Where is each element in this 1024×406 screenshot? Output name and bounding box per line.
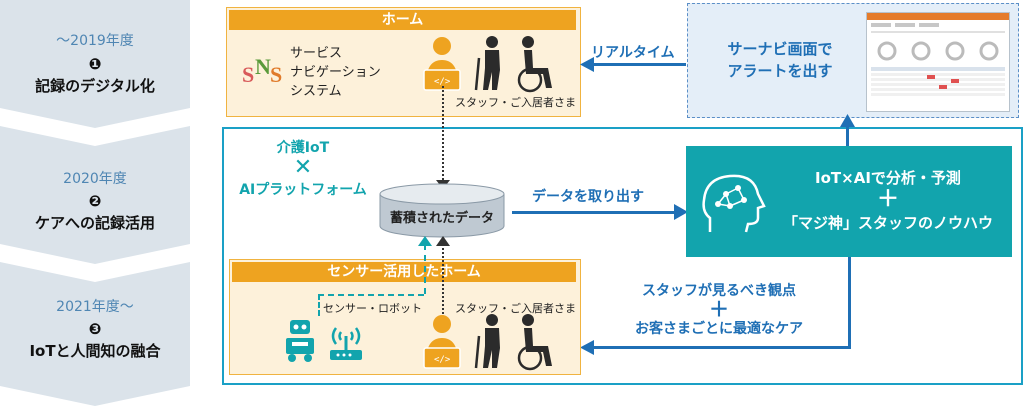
sensor-connector-horizontal <box>318 294 424 296</box>
step-year: 〜2019年度 <box>56 33 134 49</box>
iot-platform-label: 介護IoT ✕ AIプラットフォーム <box>228 137 378 199</box>
step-year: 2021年度〜 <box>56 299 134 315</box>
home-persons-label: スタッフ・ご入居者さま <box>455 96 576 109</box>
analysis-down-line <box>848 257 851 349</box>
analysis-line-2: 「マジ神」スタッフのノウハウ <box>782 214 993 232</box>
staff-residents-group-top: </> <box>420 34 570 94</box>
care-arrow-line <box>592 346 851 349</box>
chevron-shape <box>0 126 190 264</box>
analysis-plus: ＋ <box>876 187 899 212</box>
robot-icon <box>282 318 324 366</box>
analysis-to-alert-line <box>846 125 849 147</box>
step-title: ケアへの記録活用 <box>34 214 155 232</box>
persons-connector <box>442 244 444 314</box>
staff-residents-icon: </> <box>423 36 552 93</box>
staff-residents-group-bottom: </> <box>420 312 570 372</box>
svg-text:</>: </> <box>434 77 451 87</box>
navi-screen-thumbnail <box>866 12 1010 112</box>
extract-arrow-line <box>512 211 676 214</box>
extract-label: データを取り出す <box>532 189 644 205</box>
analysis-text: IoT×AIで分析・予測 ＋ 「マジ神」スタッフのノウハウ <box>770 167 1006 233</box>
arrow-up-icon <box>418 236 432 246</box>
alert-line-1: サーナビ画面で <box>727 40 833 58</box>
system-line-2: ナビゲーション <box>290 65 381 80</box>
chevron-shape <box>0 262 190 406</box>
home-to-db-connector <box>442 86 444 184</box>
database-label: 蓄積されたデータ <box>389 211 494 226</box>
system-line-3: システム <box>290 84 342 99</box>
sensor-home-header: センサー活用したホーム <box>232 262 576 282</box>
care-line-1: スタッフが見るべき観点 <box>642 283 796 299</box>
svg-text:S: S <box>270 62 282 87</box>
sensor-persons-label: スタッフ・ご入居者さま <box>455 302 576 315</box>
care-plus: ＋ <box>709 297 729 321</box>
iot-line-1: 介護IoT <box>276 140 330 156</box>
timeline-step-2: 2020年度 ❷ ケアへの記録活用 <box>0 126 190 264</box>
iot-line-2: AIプラットフォーム <box>239 182 367 198</box>
step-number: ❷ <box>88 192 102 210</box>
step-year: 2020年度 <box>63 171 127 187</box>
arrow-up-icon <box>840 114 855 127</box>
svg-text:S: S <box>242 62 254 87</box>
database-cylinder <box>378 182 506 240</box>
brain-head-icon-svg <box>702 174 766 233</box>
platform-frame <box>222 127 1023 385</box>
realtime-arrow-line <box>590 63 686 66</box>
database-icon <box>379 183 505 238</box>
system-line-1: サービス <box>290 46 343 61</box>
step-title: 記録のデジタル化 <box>35 77 155 95</box>
brain-head-icon <box>700 172 772 242</box>
arrow-left-icon <box>580 340 594 355</box>
step-number: ❶ <box>88 55 102 73</box>
robot-icon-svg <box>286 320 314 362</box>
timeline-step-1: 〜2019年度 ❶ 記録のデジタル化 <box>0 0 190 128</box>
svg-text:</>: </> <box>434 355 451 365</box>
dashboard-thumbnail-icon <box>867 13 1009 96</box>
step-number: ❸ <box>88 320 102 338</box>
wireless-sensor-icon <box>330 327 362 360</box>
home-header: ホーム <box>229 10 576 30</box>
sensor-connector-vertical-left <box>318 294 320 316</box>
system-name: サービス ナビゲーション システム <box>290 44 381 101</box>
care-output-text: スタッフが見るべき観点 ＋ お客さまごとに最適なケア <box>608 280 830 338</box>
arrow-left-icon <box>580 57 594 72</box>
arrow-up-icon <box>436 236 450 246</box>
sensor-connector-vertical-right <box>424 244 426 294</box>
iot-cross: ✕ <box>293 155 313 180</box>
realtime-label: リアルタイム <box>591 45 675 61</box>
svg-text:N: N <box>255 54 271 79</box>
analysis-line-1: IoT×AIで分析・予測 <box>815 169 961 187</box>
care-line-2: お客さまごとに最適なケア <box>635 321 803 337</box>
alert-line-2: アラートを出す <box>727 62 833 80</box>
sns-logo-icon: S N S <box>242 54 282 87</box>
timeline-step-3: 2021年度〜 ❸ IoTと人間知の融合 <box>0 262 190 406</box>
arrow-right-icon <box>674 204 688 220</box>
sns-logo: S N S <box>240 52 286 88</box>
staff-residents-icon: </> <box>423 314 552 371</box>
step-title: IoTと人間知の融合 <box>29 342 161 360</box>
alert-text: サーナビ画面で アラートを出す <box>700 38 860 82</box>
sensor-robot-label: センサー・ロボット <box>323 302 422 315</box>
chevron-shape <box>0 0 190 128</box>
sensor-device-icon <box>326 320 366 366</box>
